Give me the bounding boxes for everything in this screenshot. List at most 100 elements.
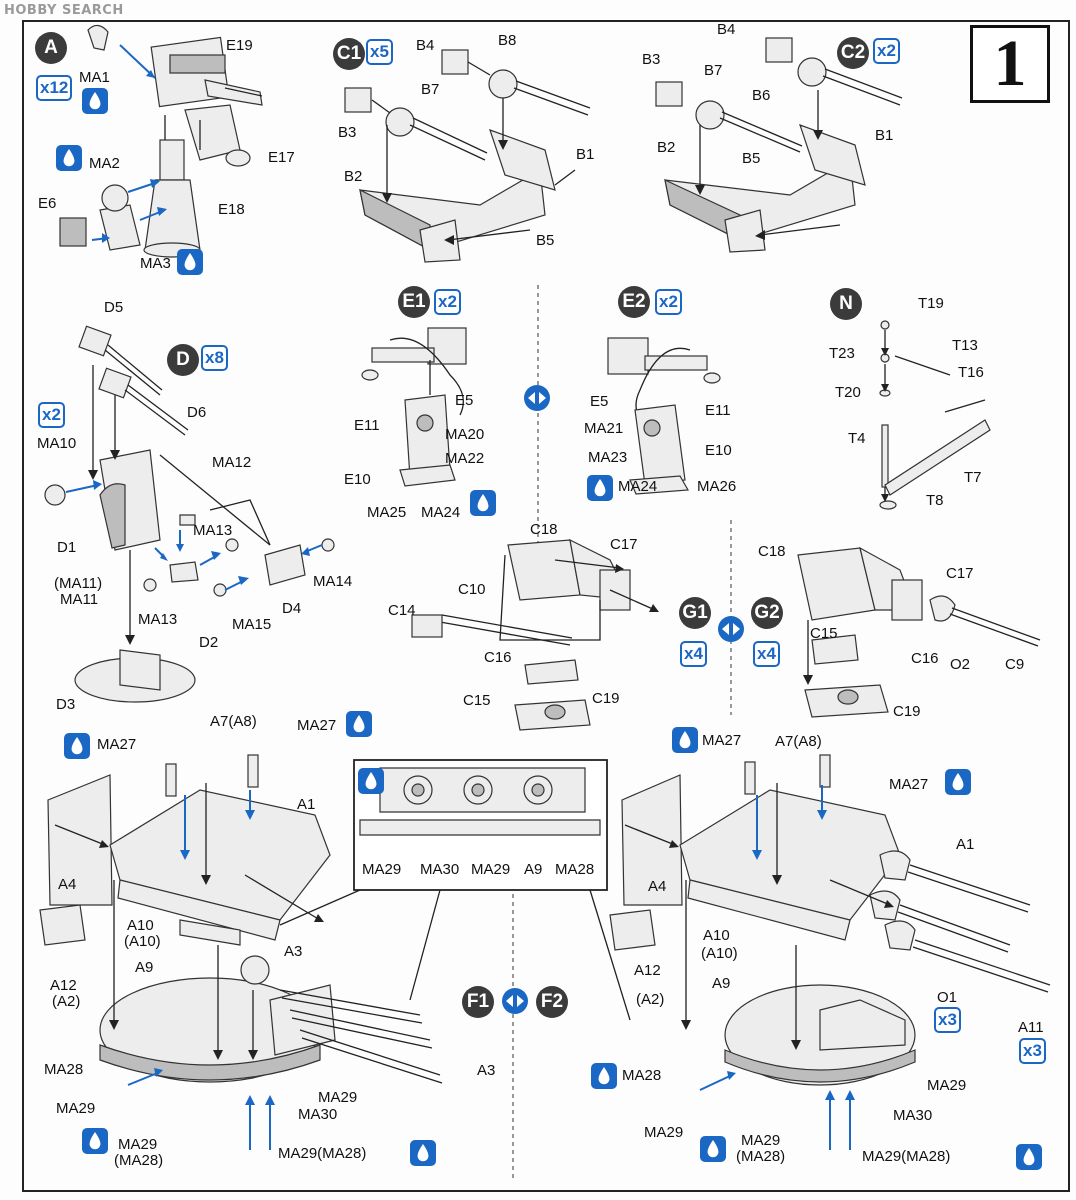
part-label-t16: T16 (958, 364, 984, 381)
quantity-o1: x3 (934, 1007, 961, 1033)
part-label-t8: T8 (926, 492, 944, 509)
part-label-ma29: MA29 (56, 1100, 96, 1117)
part-label-e11: E11 (705, 402, 731, 419)
quantity-a11: x3 (1019, 1038, 1046, 1064)
part-label-c15: C15 (810, 625, 838, 642)
part-label-ma26: MA26 (697, 478, 737, 495)
part-label-a1: A1 (956, 836, 975, 853)
part-label-o2: O2 (950, 656, 971, 673)
part-label-e11: E11 (354, 417, 380, 434)
alternative-arrows-icon (524, 385, 550, 411)
paint-drop-icon (945, 769, 971, 795)
subassembly-c2-drawing (655, 37, 903, 253)
part-label-b2: B2 (344, 168, 363, 185)
part-label-ma29: MA29 (362, 861, 402, 878)
paint-drop-icon (177, 249, 203, 275)
part-label-ma29: MA29 (118, 1136, 158, 1153)
part-label-e19: E19 (226, 37, 253, 54)
paint-drop-icon (410, 1140, 436, 1166)
subassembly-d-drawing (44, 325, 335, 703)
paint-drop-icon (64, 733, 90, 759)
part-label-ma25: MA25 (367, 504, 407, 521)
part-label-ma30: MA30 (420, 861, 460, 878)
part-label-ma11-alt: (MA11) (54, 575, 103, 592)
part-label-a10-alt: (A10) (701, 945, 738, 962)
part-label-a7-a8: A7(A8) (210, 713, 257, 730)
paint-drop-icon (672, 727, 698, 753)
part-label-d5: D5 (104, 299, 124, 316)
part-label-ma22: MA22 (445, 450, 485, 467)
part-label-b3: B3 (642, 51, 661, 68)
part-label-a4: A4 (58, 876, 77, 893)
quantity-g2: x4 (753, 641, 780, 667)
paint-drop-icon (470, 490, 496, 516)
part-label-a9: A9 (712, 975, 731, 992)
part-label-a1: A1 (297, 796, 316, 813)
part-label-a4: A4 (648, 878, 667, 895)
part-label-c16: C16 (911, 650, 939, 667)
badge-n: N (830, 288, 862, 320)
part-label-a9: A9 (524, 861, 543, 878)
part-label-b5: B5 (742, 150, 761, 167)
part-label-c17: C17 (946, 565, 974, 582)
paint-drop-icon (591, 1063, 617, 1089)
part-label-a3: A3 (477, 1062, 496, 1079)
subassembly-e1-drawing (361, 327, 467, 487)
part-label-c19: C19 (893, 703, 921, 720)
part-label-e5: E5 (455, 392, 474, 409)
part-label-e10: E10 (344, 471, 371, 488)
paint-drop-icon (82, 88, 108, 114)
part-label-c19: C19 (592, 690, 620, 707)
part-label-c18: C18 (758, 543, 786, 560)
part-label-ma29: MA29 (927, 1077, 967, 1094)
badge-e1: E1 (398, 286, 430, 318)
quantity-e2: x2 (655, 289, 682, 315)
paint-drop-icon (82, 1128, 108, 1154)
subassembly-g1-drawing (411, 538, 659, 731)
subassembly-f2-drawing (609, 754, 1051, 1150)
part-label-ma15: MA15 (232, 616, 272, 633)
paint-drop-icon (587, 475, 613, 501)
part-label-a7-a8: A7(A8) (775, 733, 822, 750)
quantity-ma10: x2 (38, 402, 65, 428)
part-label-b7: B7 (421, 81, 440, 98)
badge-a: A (35, 32, 67, 64)
part-label-ma28: MA28 (555, 861, 595, 878)
subassembly-n-drawing (879, 320, 991, 510)
part-label-d1: D1 (57, 539, 77, 556)
subassembly-f1-drawing (39, 754, 443, 1150)
part-label-c16: C16 (484, 649, 512, 666)
paint-drop-icon (358, 768, 384, 794)
paint-drop-icon (1016, 1144, 1042, 1170)
part-label-ma27: MA27 (889, 776, 929, 793)
part-label-ma28-alt: (MA28) (114, 1152, 164, 1169)
part-label-b1: B1 (576, 146, 595, 163)
part-label-t13: T13 (952, 337, 978, 354)
part-label-ma1: MA1 (79, 69, 110, 86)
subassembly-a-drawing (59, 24, 263, 258)
part-label-ma29-ma28: MA29(MA28) (862, 1148, 951, 1165)
quantity-e1: x2 (434, 289, 461, 315)
part-label-e6: E6 (38, 195, 57, 212)
part-label-t4: T4 (848, 430, 866, 447)
part-label-ma27: MA27 (97, 736, 137, 753)
part-label-a2: (A2) (636, 991, 665, 1008)
part-label-ma29: MA29 (741, 1132, 781, 1149)
part-label-ma24: MA24 (618, 478, 658, 495)
part-label-a11: A11 (1018, 1019, 1044, 1036)
badge-e2: E2 (618, 286, 650, 318)
part-label-e5: E5 (590, 393, 609, 410)
part-label-a10-alt: (A10) (124, 933, 161, 950)
part-label-t19: T19 (918, 295, 944, 312)
part-label-c9: C9 (1005, 656, 1025, 673)
part-label-ma28: MA28 (44, 1061, 84, 1078)
part-label-ma2: MA2 (89, 155, 120, 172)
part-label-c15: C15 (463, 692, 491, 709)
part-label-ma28: MA28 (622, 1067, 662, 1084)
part-label-b4: B4 (416, 37, 435, 54)
part-label-b1: B1 (875, 127, 894, 144)
part-label-ma23: MA23 (588, 449, 628, 466)
detail-inset-drawing (279, 759, 631, 1021)
